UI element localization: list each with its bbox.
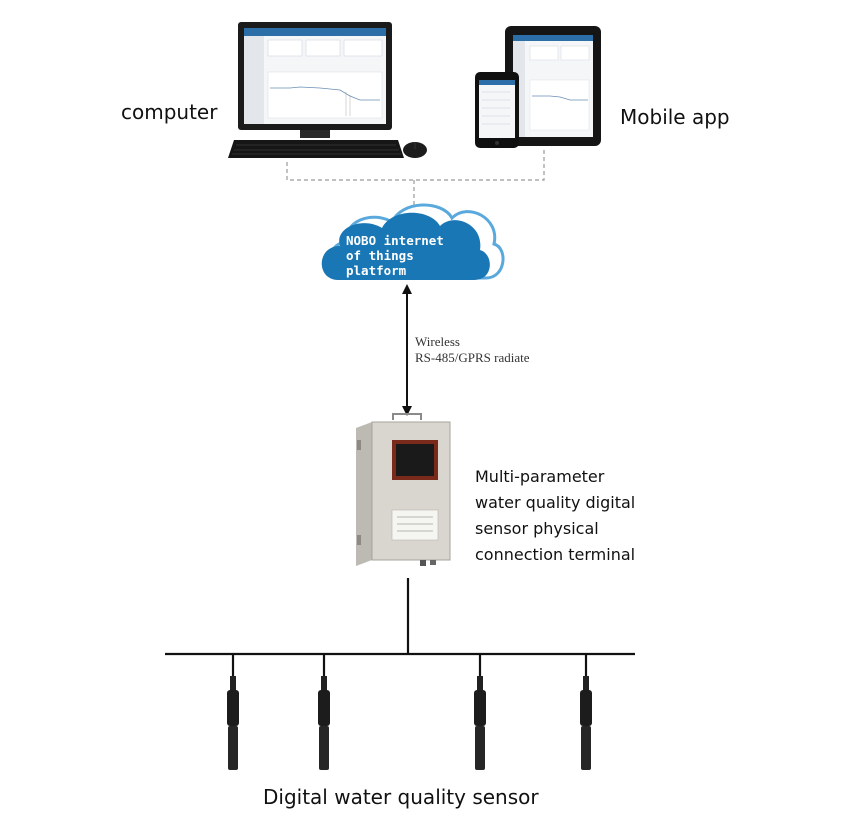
computer-icon <box>228 22 427 158</box>
cloud-label: NOBO internet of things platform <box>346 233 456 278</box>
sensor-probe-1 <box>227 676 239 770</box>
cloud-label-line-1: NOBO internet <box>346 233 444 248</box>
mobile-devices-icon <box>475 26 601 148</box>
sensor-probe-2 <box>318 676 330 770</box>
sensor-probe-4 <box>580 676 592 770</box>
wireless-link-arrow <box>402 284 412 416</box>
terminal-label-line-4: connection terminal <box>475 545 636 564</box>
cloud-icon <box>321 203 505 280</box>
sensors-label: Digital water quality sensor <box>263 785 539 809</box>
sensor-probe-3 <box>474 676 486 770</box>
terminal-label: Multi-parameter water quality digital se… <box>475 464 635 568</box>
computer-label: computer <box>121 100 218 124</box>
dashed-connector <box>286 150 545 208</box>
terminal-cabinet-icon <box>356 413 451 566</box>
cloud-label-line-2: of things <box>346 248 414 263</box>
link-label: Wireless RS-485/GPRS radiate <box>415 334 529 366</box>
mobile-app-label: Mobile app <box>620 105 730 129</box>
cloud-label-line-3: platform <box>346 263 407 278</box>
sensor-bus <box>165 578 635 676</box>
terminal-label-line-3: sensor physical <box>475 519 599 538</box>
link-label-line-2: RS-485/GPRS radiate <box>415 350 530 365</box>
link-label-line-1: Wireless <box>415 334 460 349</box>
terminal-label-line-2: water quality digital <box>475 493 636 512</box>
terminal-label-line-1: Multi-parameter <box>475 467 605 486</box>
